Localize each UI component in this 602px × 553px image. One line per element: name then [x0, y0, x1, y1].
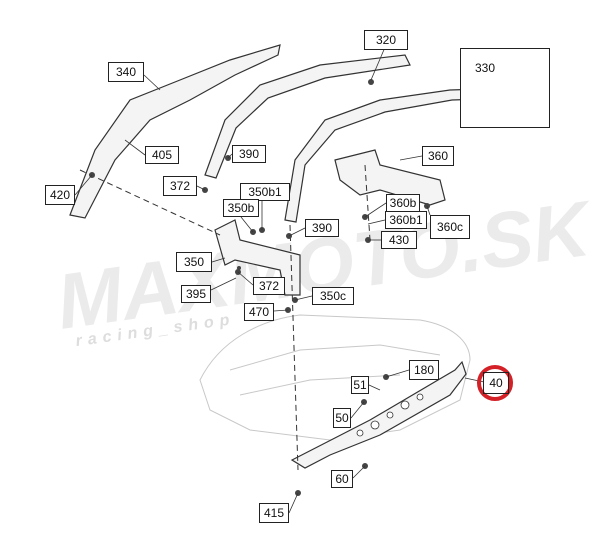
- label-50[interactable]: 50: [333, 408, 351, 428]
- label-360b1[interactable]: 360b1: [385, 211, 427, 229]
- label-340[interactable]: 340: [108, 62, 144, 82]
- label-320[interactable]: 320: [364, 30, 408, 50]
- highlight-circle: [477, 365, 513, 401]
- label-372-top[interactable]: 372: [163, 176, 197, 196]
- label-390-top[interactable]: 390: [232, 145, 266, 163]
- label-415[interactable]: 415: [259, 503, 289, 523]
- label-350b1[interactable]: 350b1: [240, 183, 290, 201]
- label-360[interactable]: 360: [422, 146, 454, 166]
- label-360c[interactable]: 360c: [430, 215, 470, 239]
- part-360: [334, 149, 446, 206]
- label-470[interactable]: 470: [244, 303, 274, 321]
- label-51[interactable]: 51: [351, 376, 369, 394]
- part-340: [69, 44, 281, 219]
- label-60[interactable]: 60: [331, 470, 353, 488]
- part-320: [204, 54, 411, 179]
- label-40[interactable]: 40: [483, 372, 509, 394]
- label-180[interactable]: 180: [409, 360, 439, 380]
- label-420[interactable]: 420: [45, 185, 75, 205]
- label-350b[interactable]: 350b: [223, 199, 259, 217]
- part-40: [290, 360, 467, 469]
- label-395[interactable]: 395: [181, 285, 211, 303]
- label-350c[interactable]: 350c: [312, 287, 354, 305]
- label-372[interactable]: 372: [253, 277, 285, 295]
- label-430[interactable]: 430: [381, 231, 417, 249]
- label-360b[interactable]: 360b: [386, 194, 420, 212]
- label-405[interactable]: 405: [145, 146, 179, 164]
- label-350[interactable]: 350: [176, 252, 212, 272]
- label-330[interactable]: 330: [460, 48, 550, 128]
- label-390[interactable]: 390: [305, 219, 339, 237]
